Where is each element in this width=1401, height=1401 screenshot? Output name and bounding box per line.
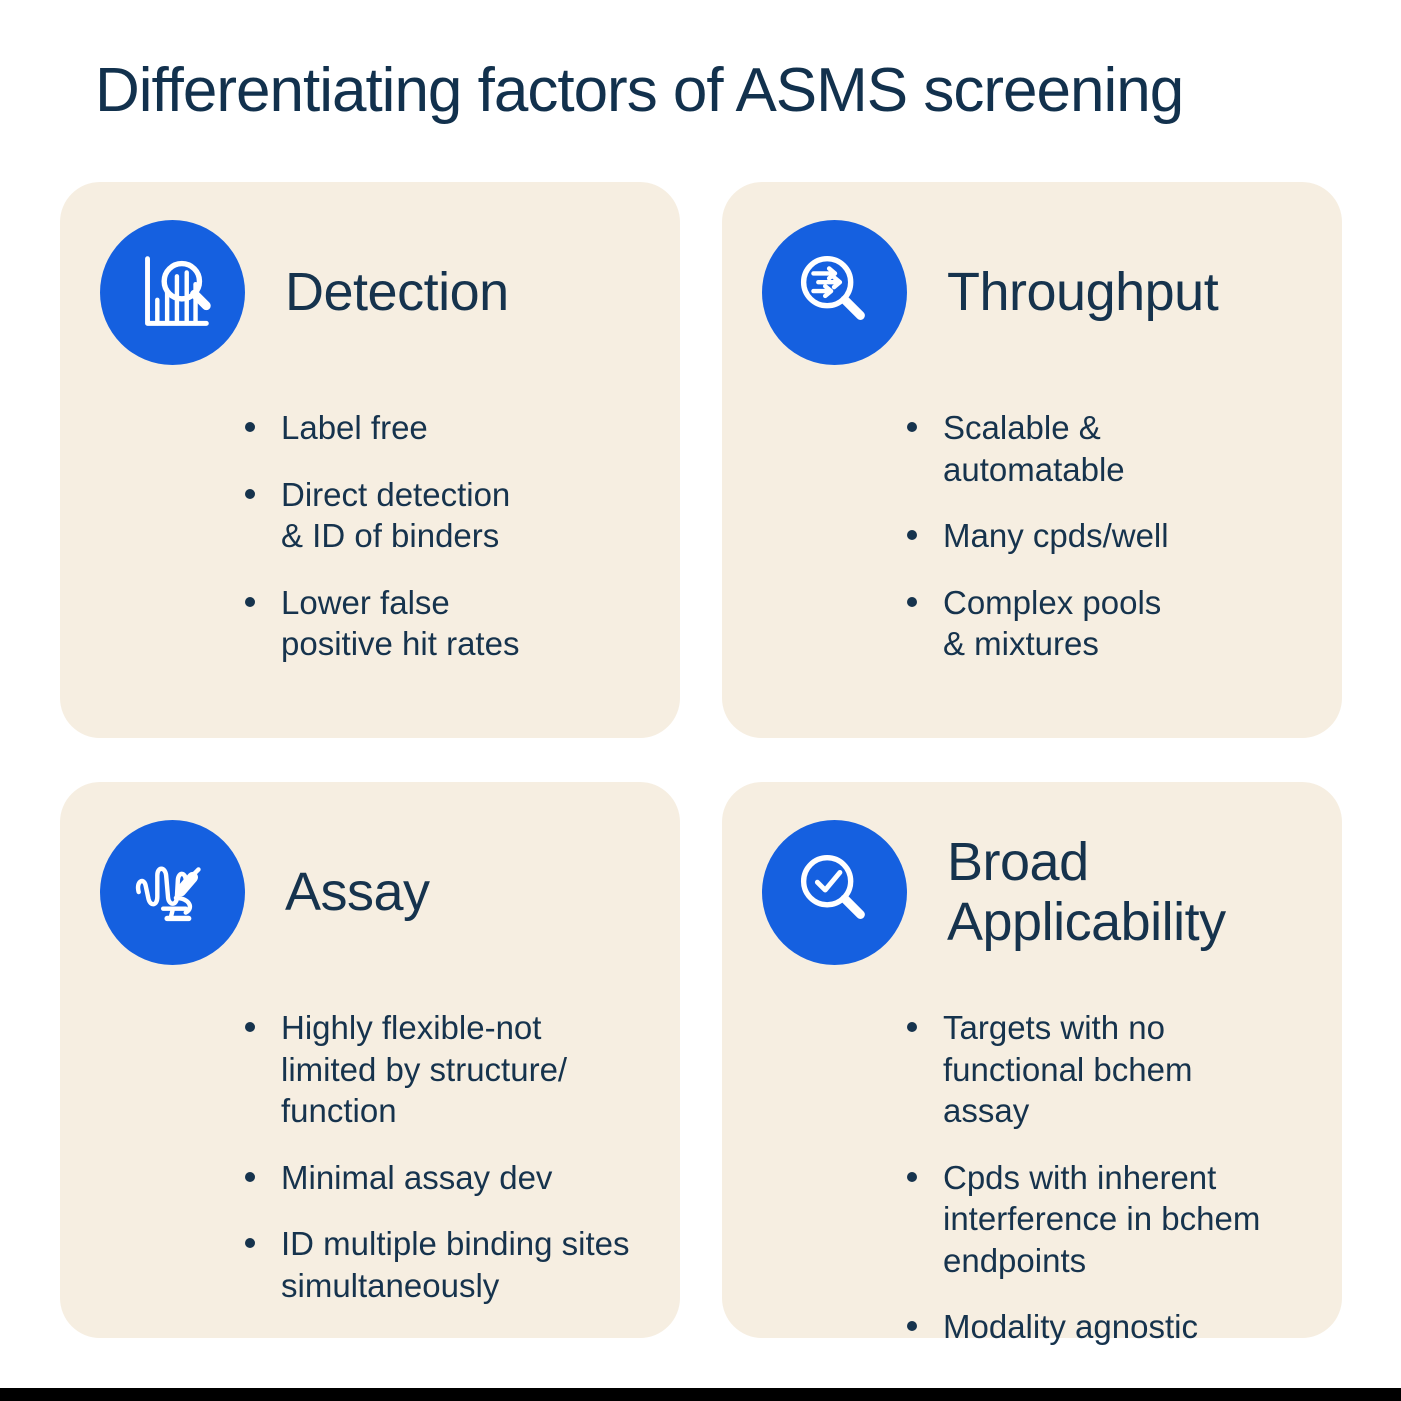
bar-chart-magnifier-icon bbox=[144, 255, 211, 326]
card-throughput-title: Throughput bbox=[947, 261, 1219, 322]
waveform-microscope-icon bbox=[135, 866, 201, 921]
card-assay-title: Assay bbox=[285, 861, 430, 922]
card-throughput-header: Throughput bbox=[762, 220, 1322, 365]
bullet-item: Targets with no functional bchem assay bbox=[905, 1007, 1322, 1132]
cards-grid: Detection Label free Direct detection & … bbox=[60, 182, 1342, 1345]
card-assay-header: Assay bbox=[100, 820, 660, 965]
bullet-item: Many cpds/well bbox=[905, 515, 1322, 557]
card-broad-applicability-title: Broad Applicability bbox=[947, 832, 1226, 952]
bullet-item: ID multiple binding sites simultaneously bbox=[243, 1223, 660, 1306]
page-title: Differentiating factors of ASMS screenin… bbox=[95, 56, 1184, 125]
checkmark-magnifier-icon bbox=[800, 854, 865, 919]
throughput-icon-circle bbox=[762, 220, 907, 365]
card-throughput-bullets: Scalable & automatable Many cpds/well Co… bbox=[905, 407, 1322, 665]
card-broad-applicability-bullets: Targets with no functional bchem assay C… bbox=[905, 1007, 1322, 1348]
card-broad-applicability: Broad Applicability Targets with no func… bbox=[722, 782, 1342, 1345]
card-detection-title: Detection bbox=[285, 261, 509, 322]
card-detection-header: Detection bbox=[100, 220, 660, 365]
bullet-item: Modality agnostic bbox=[905, 1306, 1322, 1348]
arrows-magnifier-icon bbox=[800, 255, 865, 320]
card-broad-applicability-header: Broad Applicability bbox=[762, 820, 1322, 965]
bullet-item: Label free bbox=[243, 407, 660, 449]
bullet-item: Lower false positive hit rates bbox=[243, 582, 660, 665]
bullet-item: Direct detection & ID of binders bbox=[243, 474, 660, 557]
card-detection: Detection Label free Direct detection & … bbox=[60, 182, 680, 738]
bullet-item: Complex pools & mixtures bbox=[905, 582, 1322, 665]
card-assay-bullets: Highly flexible-not limited by structure… bbox=[243, 1007, 660, 1306]
assay-icon-circle bbox=[100, 820, 245, 965]
bullet-item: Scalable & automatable bbox=[905, 407, 1322, 490]
bullet-item: Highly flexible-not limited by structure… bbox=[243, 1007, 660, 1132]
detection-icon-circle bbox=[100, 220, 245, 365]
bullet-item: Cpds with inherent interference in bchem… bbox=[905, 1157, 1322, 1282]
card-assay: Assay Highly flexible-not limited by str… bbox=[60, 782, 680, 1338]
footer-bar bbox=[0, 1388, 1401, 1401]
broad-applicability-icon-circle bbox=[762, 820, 907, 965]
bullet-item: Minimal assay dev bbox=[243, 1157, 660, 1199]
card-throughput: Throughput Scalable & automatable Many c… bbox=[722, 182, 1342, 738]
card-detection-bullets: Label free Direct detection & ID of bind… bbox=[243, 407, 660, 665]
